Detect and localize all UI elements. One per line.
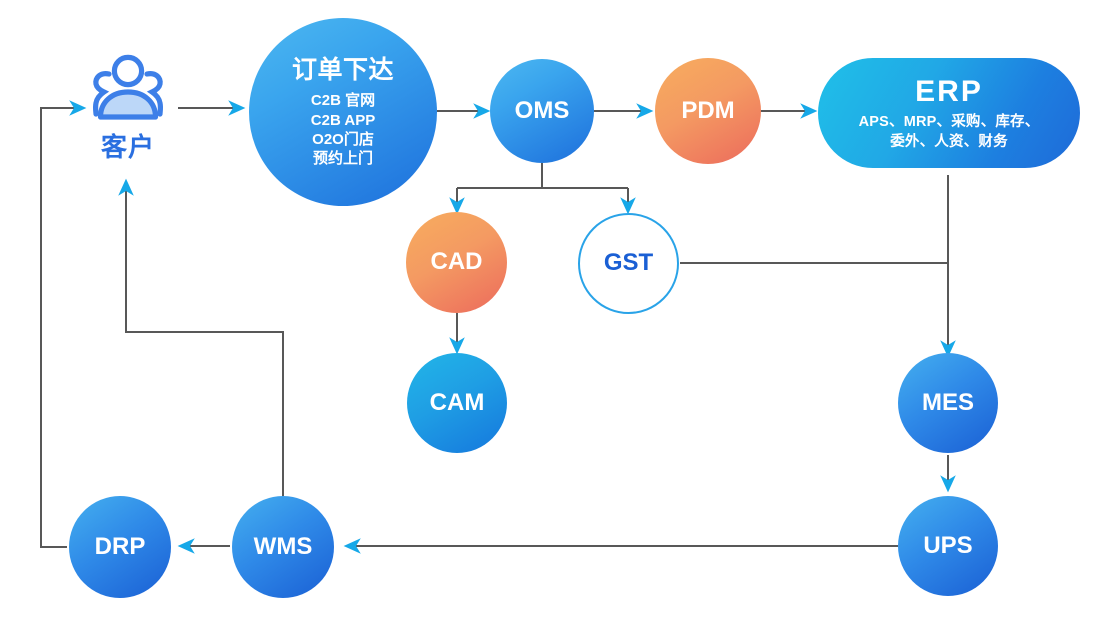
- node-oms[interactable]: OMS: [490, 59, 594, 163]
- node-drp-label: DRP: [94, 532, 146, 560]
- node-wms-label: WMS: [253, 532, 313, 560]
- node-pdm[interactable]: PDM: [655, 58, 761, 164]
- node-erp[interactable]: ERP APS、MRP、采购、库存、 委外、人资、财务: [818, 58, 1080, 168]
- node-order-line-1: C2B APP: [310, 111, 376, 129]
- node-cam[interactable]: CAM: [407, 353, 507, 453]
- node-order-line-0: C2B 官网: [310, 92, 376, 110]
- node-order-line-3: 预约上门: [312, 149, 373, 167]
- node-erp-line-0: APS、MRP、采购、库存、: [858, 114, 1040, 131]
- node-mes-label: MES: [921, 388, 974, 416]
- node-ups-label: UPS: [923, 531, 973, 559]
- node-erp-line-1: 委外、人资、财务: [890, 133, 1008, 150]
- edge-wms-to-customer: [118, 178, 284, 496]
- customer-label: 客户: [100, 132, 155, 162]
- node-drp[interactable]: DRP: [69, 496, 171, 598]
- node-customer[interactable]: 客户: [78, 52, 178, 172]
- node-order-line-2: O2O门店: [312, 130, 374, 148]
- edge-drp-to-customer: [40, 100, 87, 548]
- node-mes[interactable]: MES: [898, 353, 998, 453]
- node-oms-label: OMS: [514, 96, 570, 124]
- node-cad[interactable]: CAD: [406, 212, 507, 313]
- node-wms[interactable]: WMS: [232, 496, 334, 598]
- node-gst[interactable]: GST: [578, 213, 679, 314]
- users-group-icon: [92, 54, 164, 120]
- node-pdm-label: PDM: [681, 96, 735, 124]
- node-erp-title: ERP: [915, 74, 983, 108]
- node-cam-label: CAM: [429, 388, 485, 416]
- node-cad-label: CAD: [430, 248, 483, 276]
- node-ups[interactable]: UPS: [898, 496, 998, 596]
- node-order[interactable]: 订单下达 C2B 官网 C2B APP O2O门店 预约上门: [249, 18, 437, 206]
- node-gst-label: GST: [603, 249, 654, 277]
- node-order-title: 订单下达: [291, 55, 394, 84]
